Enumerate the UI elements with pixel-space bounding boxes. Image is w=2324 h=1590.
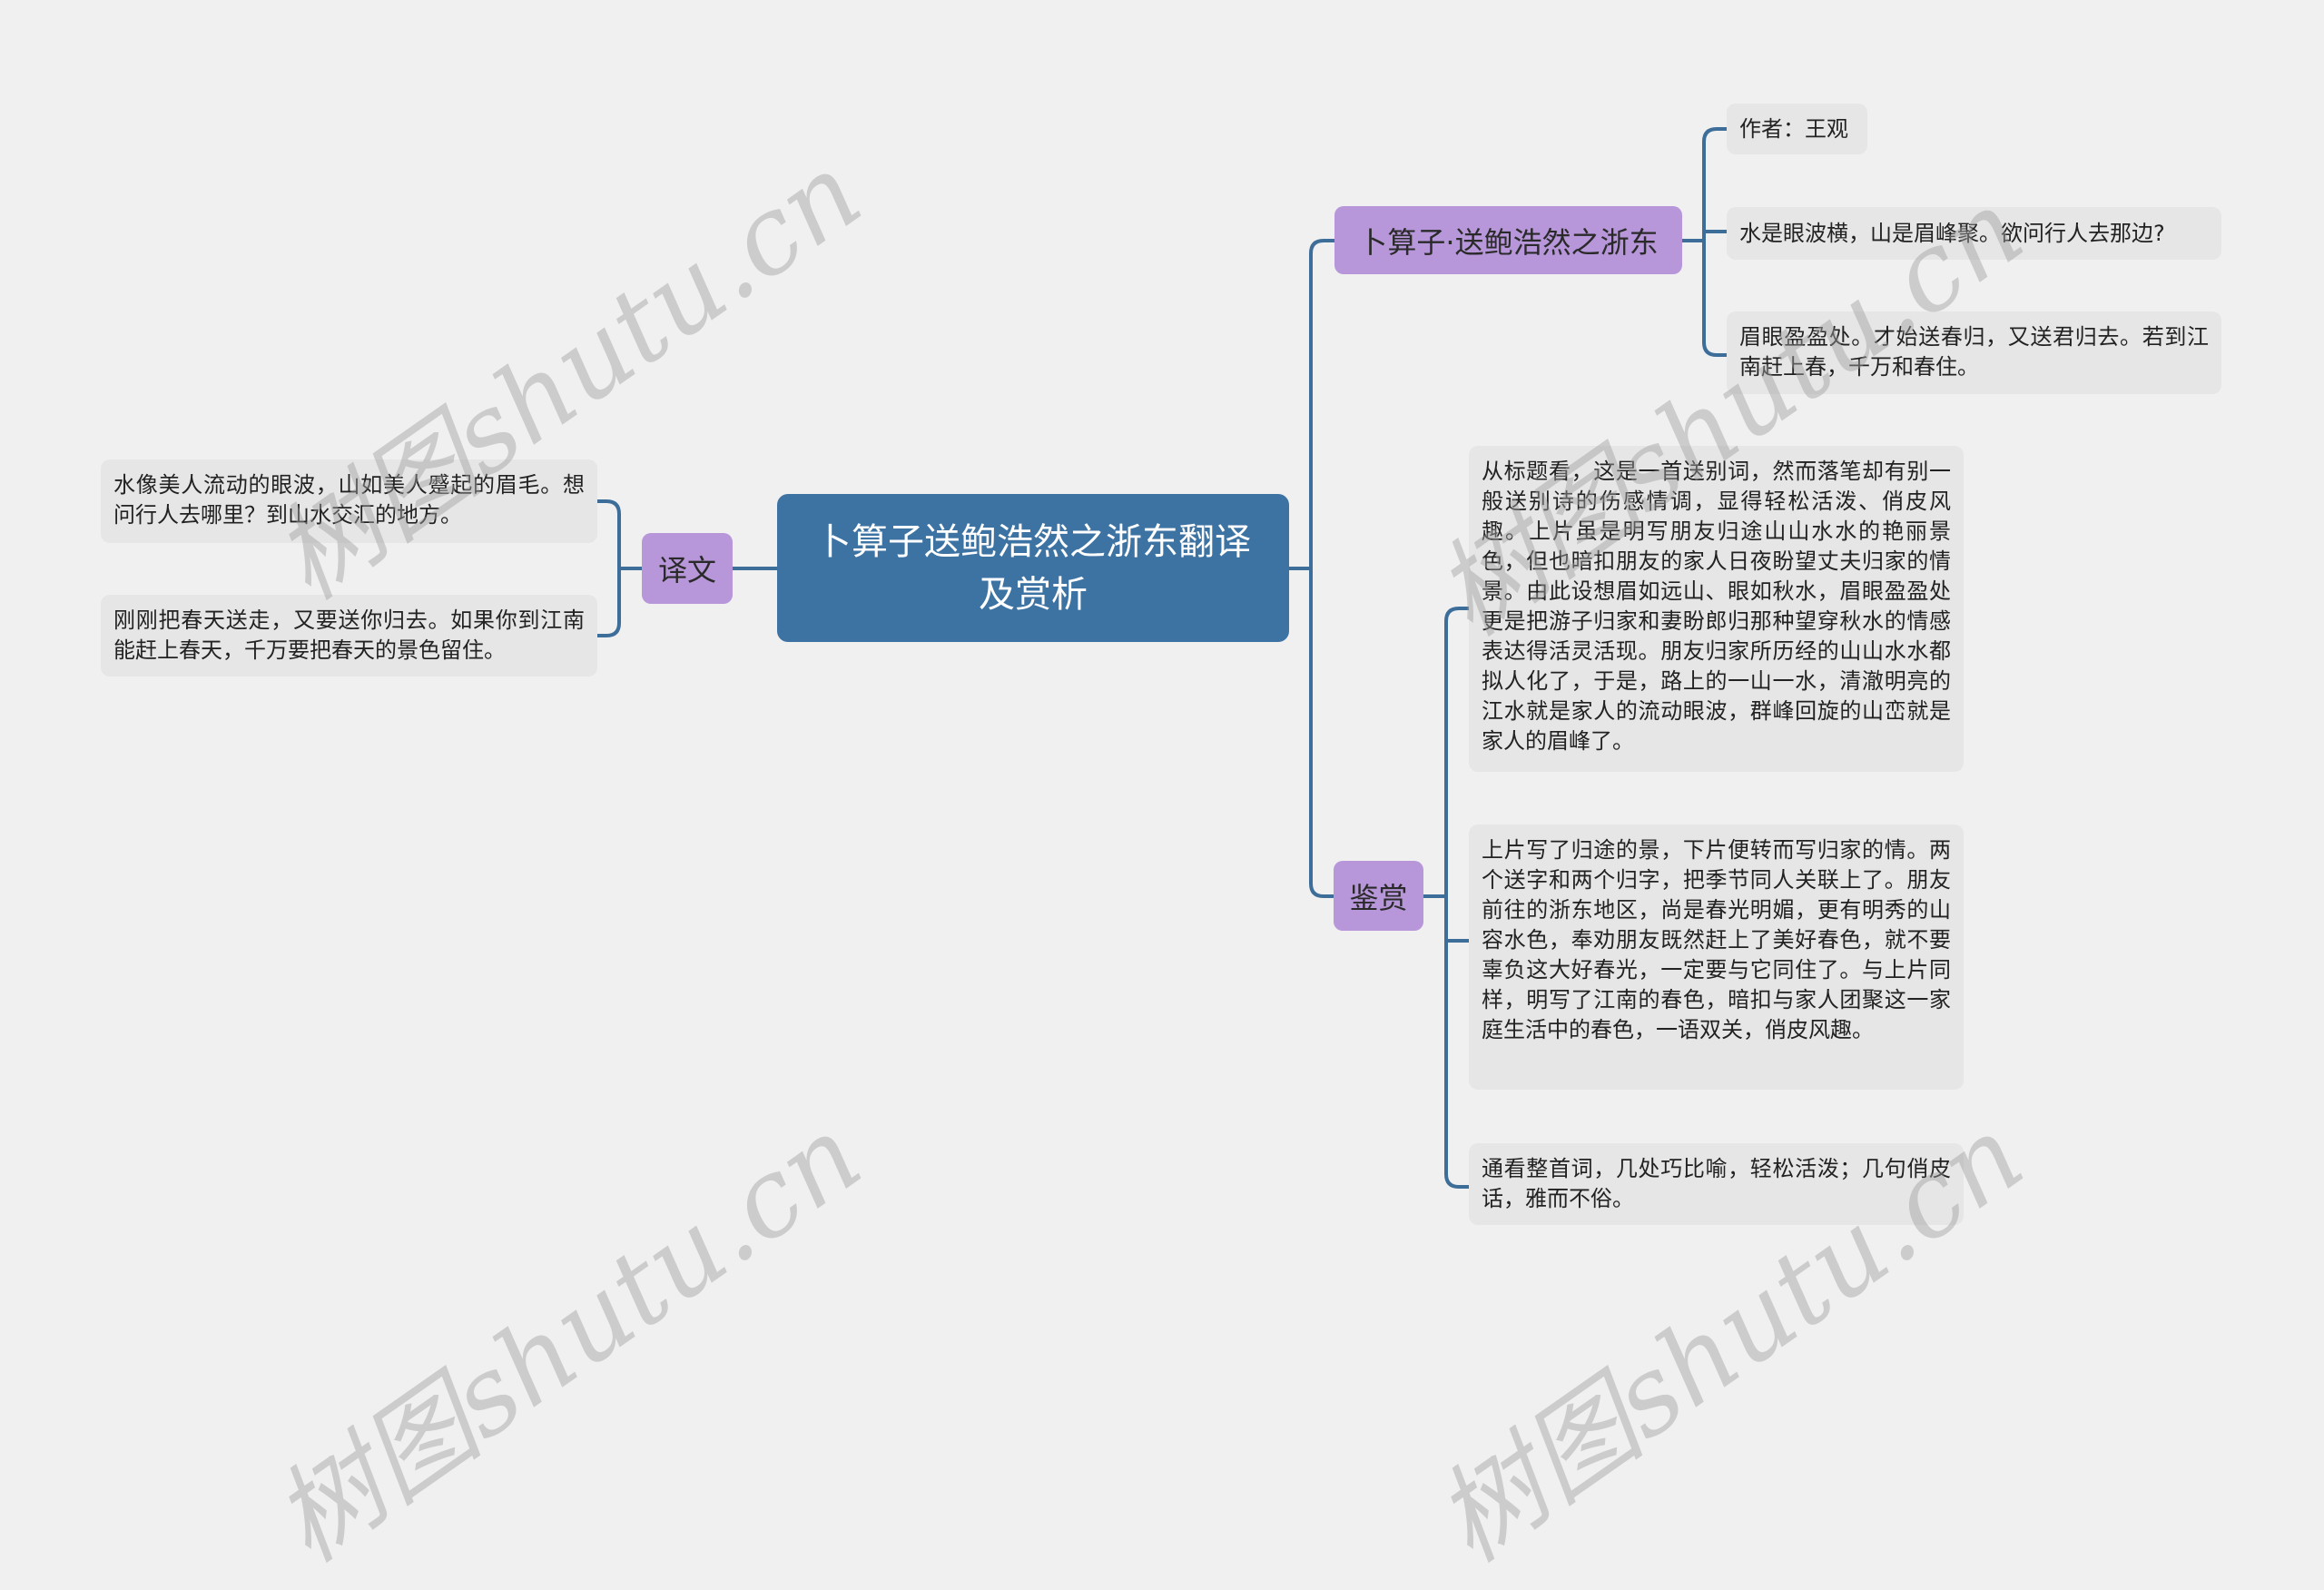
leaf-translation-2[interactable]: 刚刚把春天送走，又要送你归去。如果你到江南能赶上春天，千万要把春天的景色留住。 <box>101 595 597 676</box>
leaf-text: 通看整首词，几处巧比喻，轻松活泼；几句俏皮话，雅而不俗。 <box>1482 1156 1951 1211</box>
root-title: 卜算子送鲍浩然之浙东翻译及赏析 <box>815 520 1251 616</box>
leaf-text: 上片写了归途的景，下片便转而写归家的情。两个送字和两个归字，把季节同人关联上了。… <box>1482 837 1951 1042</box>
leaf-text: 作者：王观 <box>1739 115 1848 142</box>
leaf-poem-line-2[interactable]: 眉眼盈盈处。才始送春归，又送君归去。若到江南赶上春，千万和春住。 <box>1727 311 2221 394</box>
branch-appreciation-label: 鉴赏 <box>1349 880 1408 915</box>
leaf-translation-1[interactable]: 水像美人流动的眼波，山如美人蹙起的眉毛。想问行人去哪里？到山水交汇的地方。 <box>101 459 597 543</box>
leaf-text: 从标题看，这是一首送别词，然而落笔却有别一般送别诗的伤感情调，显得轻松活泼、俏皮… <box>1482 459 1951 754</box>
branch-translation[interactable]: 译文 <box>642 533 733 604</box>
leaf-appreciation-3[interactable]: 通看整首词，几处巧比喻，轻松活泼；几句俏皮话，雅而不俗。 <box>1469 1143 1964 1225</box>
leaf-appreciation-2[interactable]: 上片写了归途的景，下片便转而写归家的情。两个送字和两个归字，把季节同人关联上了。… <box>1469 825 1964 1090</box>
leaf-text: 刚刚把春天送走，又要送你归去。如果你到江南能赶上春天，千万要把春天的景色留住。 <box>113 607 585 663</box>
branch-appreciation[interactable]: 鉴赏 <box>1334 861 1423 931</box>
leaf-appreciation-1[interactable]: 从标题看，这是一首送别词，然而落笔却有别一般送别诗的伤感情调，显得轻松活泼、俏皮… <box>1469 446 1964 772</box>
leaf-text: 眉眼盈盈处。才始送春归，又送君归去。若到江南赶上春，千万和春住。 <box>1739 324 2209 380</box>
watermark: 树图shutu.cn <box>251 1091 883 1586</box>
leaf-poem-author[interactable]: 作者：王观 <box>1727 104 1867 154</box>
branch-poem[interactable]: 卜算子·送鲍浩然之浙东 <box>1334 206 1682 274</box>
leaf-text: 水是眼波横，山是眉峰聚。欲问行人去那边? <box>1739 220 2165 246</box>
leaf-text: 水像美人流动的眼波，山如美人蹙起的眉毛。想问行人去哪里？到山水交汇的地方。 <box>113 472 585 528</box>
leaf-poem-line-1[interactable]: 水是眼波横，山是眉峰聚。欲问行人去那边? <box>1727 207 2221 260</box>
branch-translation-label: 译文 <box>657 553 716 588</box>
root-topic[interactable]: 卜算子送鲍浩然之浙东翻译及赏析 <box>777 494 1289 642</box>
branch-poem-label: 卜算子·送鲍浩然之浙东 <box>1358 224 1659 260</box>
